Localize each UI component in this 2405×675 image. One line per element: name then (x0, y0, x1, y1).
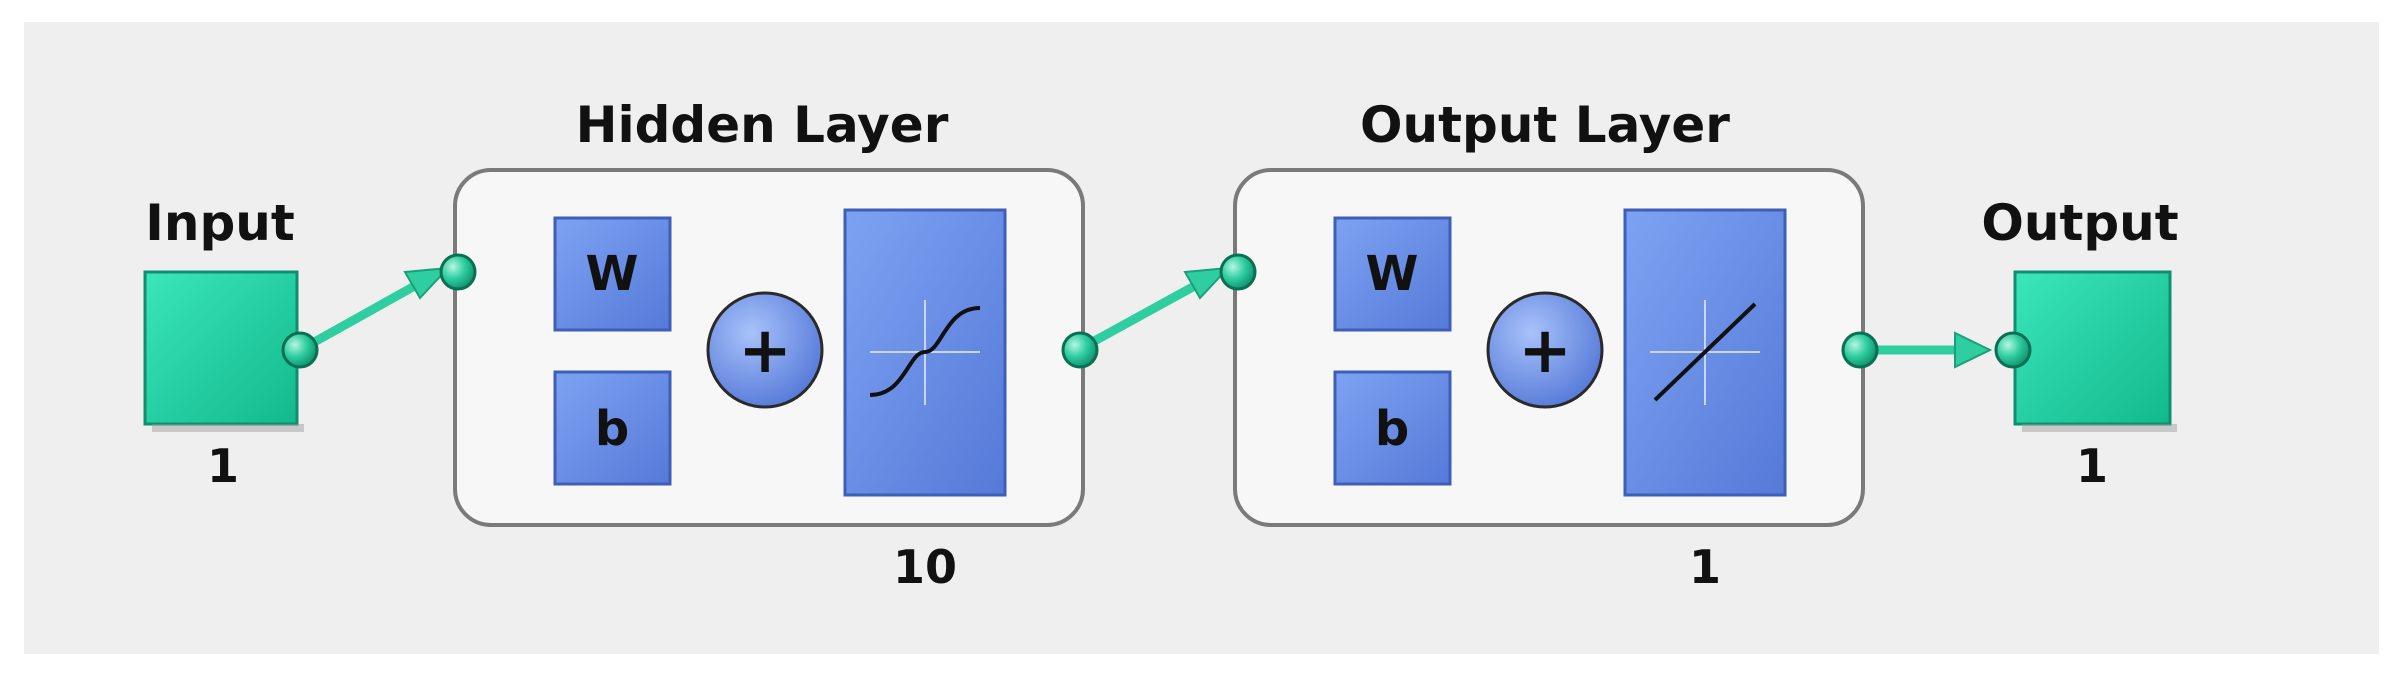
hidden-weight-block (553, 216, 672, 332)
input-title: Input (145, 194, 295, 252)
output-port-dot (1994, 331, 2032, 369)
input-block (143, 270, 299, 426)
output-weight-block (1333, 216, 1452, 332)
output-block-shadow (2022, 424, 2177, 432)
output-layer-output-port-dot (1841, 331, 1879, 369)
arrowhead-input-to-hidden (403, 266, 451, 300)
sigmoid-transfer-icon (869, 300, 981, 405)
output-layer-input-port-dot (1219, 253, 1257, 291)
linear-transfer-icon (1650, 300, 1760, 405)
connector-hidden-to-output-layer (1073, 278, 1205, 355)
hidden-sum-symbol: + (738, 314, 792, 388)
connector-input-to-hidden (295, 278, 425, 355)
arrowhead-hidden-to-output-layer (1183, 266, 1231, 300)
input-port-dot (281, 331, 319, 369)
hidden-weight-label: W (586, 246, 639, 302)
output-block (2013, 270, 2172, 426)
output-sum-node (1486, 291, 1604, 409)
output-bias-block (1333, 370, 1452, 486)
output-bias-label: b (1375, 401, 1409, 457)
hidden-sum-node (706, 291, 824, 409)
hidden-bias-block (553, 370, 672, 486)
hidden-output-port-dot (1061, 331, 1099, 369)
hidden-bias-label: b (595, 401, 629, 457)
input-size: 1 (207, 439, 239, 493)
hidden-layer-size: 10 (893, 540, 957, 594)
arrowhead-to-output (1954, 331, 1993, 369)
output-layer-title: Output Layer (1360, 96, 1730, 154)
diagram-background (24, 22, 2379, 654)
output-sum-symbol: + (1518, 314, 1572, 388)
hidden-input-port-dot (439, 253, 477, 291)
output-weight-label: W (1366, 246, 1419, 302)
hidden-layer-title: Hidden Layer (576, 96, 949, 154)
output-title: Output (1981, 194, 2178, 252)
output-layer-size: 1 (1689, 540, 1721, 594)
output-size: 1 (2076, 439, 2108, 493)
input-block-shadow (152, 424, 304, 432)
junction-dots (281, 253, 2032, 369)
